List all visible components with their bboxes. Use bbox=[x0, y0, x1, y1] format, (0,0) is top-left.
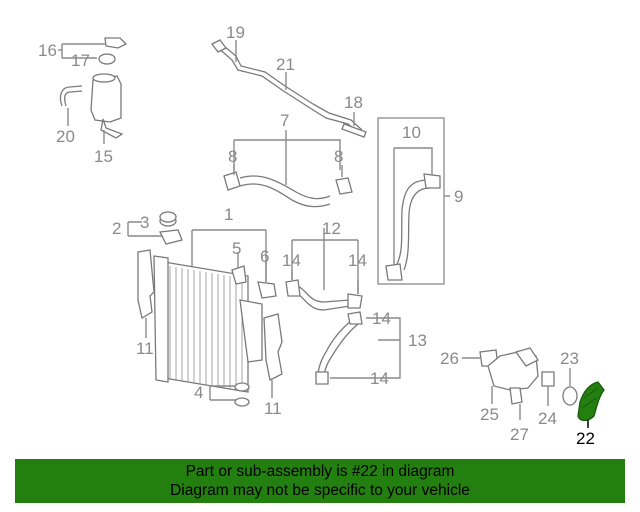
callout-labels: 16 17 19 21 18 20 15 7 10 8 8 9 2 3 1 12… bbox=[38, 23, 595, 448]
callout-11-left: 11 bbox=[136, 339, 154, 358]
callout-10: 10 bbox=[402, 123, 421, 142]
callout-14-left: 14 bbox=[282, 251, 301, 270]
callout-14-mid: 14 bbox=[372, 309, 391, 328]
callout-11-right: 11 bbox=[264, 399, 282, 418]
callout-23: 23 bbox=[560, 349, 579, 368]
callout-24: 24 bbox=[538, 409, 557, 428]
callout-5: 5 bbox=[232, 239, 241, 258]
callout-3: 3 bbox=[140, 213, 149, 232]
hose-7-group bbox=[223, 130, 353, 208]
callout-16: 16 bbox=[38, 41, 57, 60]
cooler-pipe-group bbox=[211, 39, 367, 138]
radiator-group bbox=[137, 229, 283, 407]
callout-1: 1 bbox=[224, 205, 233, 224]
callout-4: 4 bbox=[194, 383, 203, 402]
hose-10-box bbox=[377, 117, 450, 285]
callout-8-right: 8 bbox=[334, 147, 343, 166]
callout-27: 27 bbox=[510, 425, 529, 444]
part-info-banner: Part or sub-assembly is #22 in diagram D… bbox=[15, 459, 625, 503]
callout-25: 25 bbox=[480, 405, 499, 424]
callout-14-right: 14 bbox=[348, 251, 367, 270]
callout-15: 15 bbox=[94, 147, 113, 166]
callout-17: 17 bbox=[71, 51, 90, 70]
callout-26: 26 bbox=[440, 349, 459, 368]
callout-19: 19 bbox=[226, 23, 245, 42]
banner-line-1: Part or sub-assembly is #22 in diagram bbox=[185, 463, 455, 480]
hose-12-group bbox=[285, 228, 401, 385]
callout-6: 6 bbox=[260, 247, 269, 266]
callout-22-highlight: 22 bbox=[576, 429, 595, 448]
parts-diagram: 16 17 19 21 18 20 15 7 10 8 8 9 2 3 1 12… bbox=[38, 23, 605, 448]
callout-14-bottom: 14 bbox=[370, 369, 389, 388]
callout-18: 18 bbox=[344, 93, 363, 112]
callout-2: 2 bbox=[112, 219, 121, 238]
thermostat-group bbox=[462, 347, 605, 428]
cap-group bbox=[127, 211, 183, 245]
callout-21: 21 bbox=[276, 55, 295, 74]
callout-9: 9 bbox=[454, 187, 463, 206]
callout-13: 13 bbox=[408, 331, 427, 350]
banner-line-2: Diagram may not be specific to your vehi… bbox=[170, 482, 470, 499]
callout-20: 20 bbox=[56, 127, 75, 146]
callout-12: 12 bbox=[322, 219, 341, 238]
callout-7: 7 bbox=[280, 111, 289, 130]
reservoir-group bbox=[59, 37, 128, 144]
callout-8-left: 8 bbox=[228, 147, 237, 166]
